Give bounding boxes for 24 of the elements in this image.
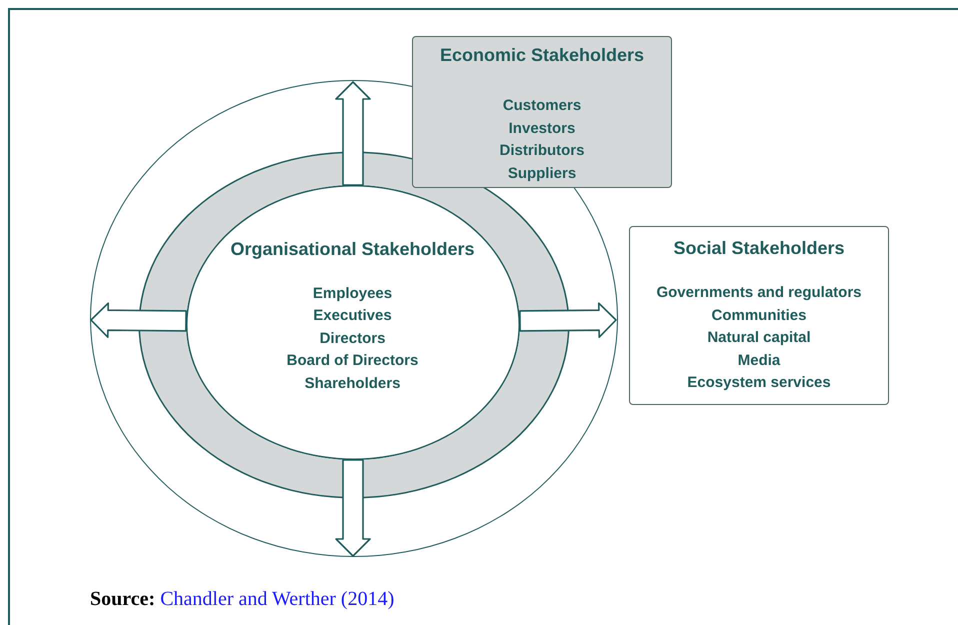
stakeholder-box [629,226,889,405]
stakeholder-box [412,36,672,188]
block-arrow [335,459,371,557]
list-item: Suppliers [508,164,576,184]
block-arrow [335,81,371,186]
list-item: Shareholders [304,374,400,394]
block-arrow [519,302,617,338]
list-item: Board of Directors [286,351,418,371]
heading: Economic Stakeholders [440,44,644,67]
list-item: Directors [320,328,386,348]
list-item: Governments and regulators [656,283,862,303]
block-arrow [90,302,187,338]
list-item: Natural capital [707,328,811,348]
heading: Social Stakeholders [673,237,845,260]
source-note: Source: Chandler and Werther (2014) [90,587,394,612]
list-item: Executives [313,306,392,326]
list-item: Communities [711,306,806,326]
heading: Organisational Stakeholders [230,238,475,260]
list-item: Employees [312,284,392,304]
list-item: Distributors [499,141,584,161]
list-item: Ecosystem services [687,373,831,393]
list-item: Investors [508,118,576,138]
list-item: Customers [502,96,582,116]
list-item: Media [738,350,780,370]
